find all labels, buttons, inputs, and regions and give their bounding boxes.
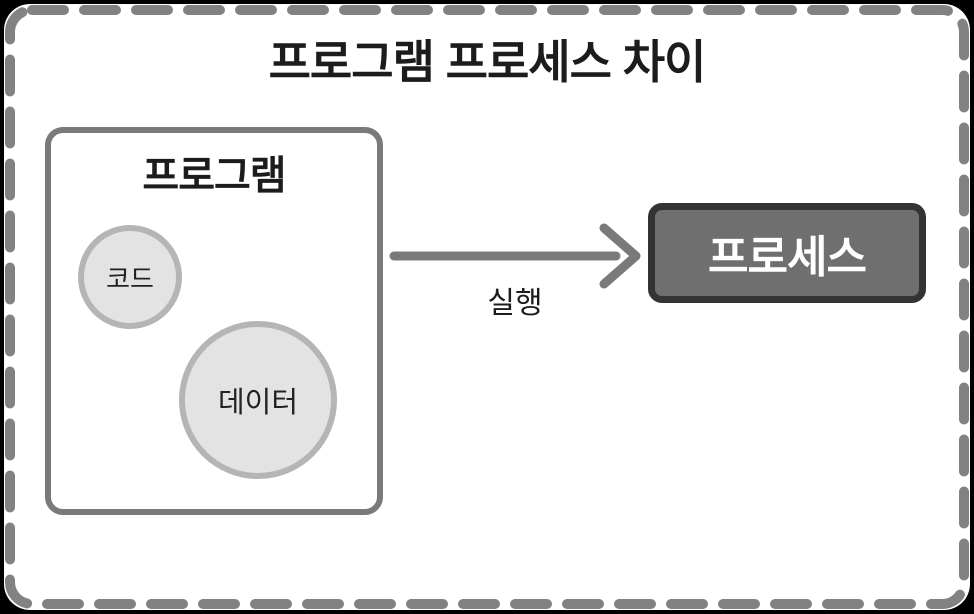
- data-circle: 데이터: [179, 321, 337, 479]
- code-label: 코드: [106, 263, 154, 294]
- data-label: 데이터: [217, 387, 299, 419]
- page-title: 프로그램 프로세스 차이: [268, 36, 707, 88]
- execution-label: 실행: [487, 287, 543, 320]
- code-circle: 코드: [78, 225, 182, 329]
- process-label: 프로세스: [708, 233, 867, 282]
- program-label: 프로그램: [142, 154, 286, 198]
- process-box: 프로세스: [648, 203, 926, 303]
